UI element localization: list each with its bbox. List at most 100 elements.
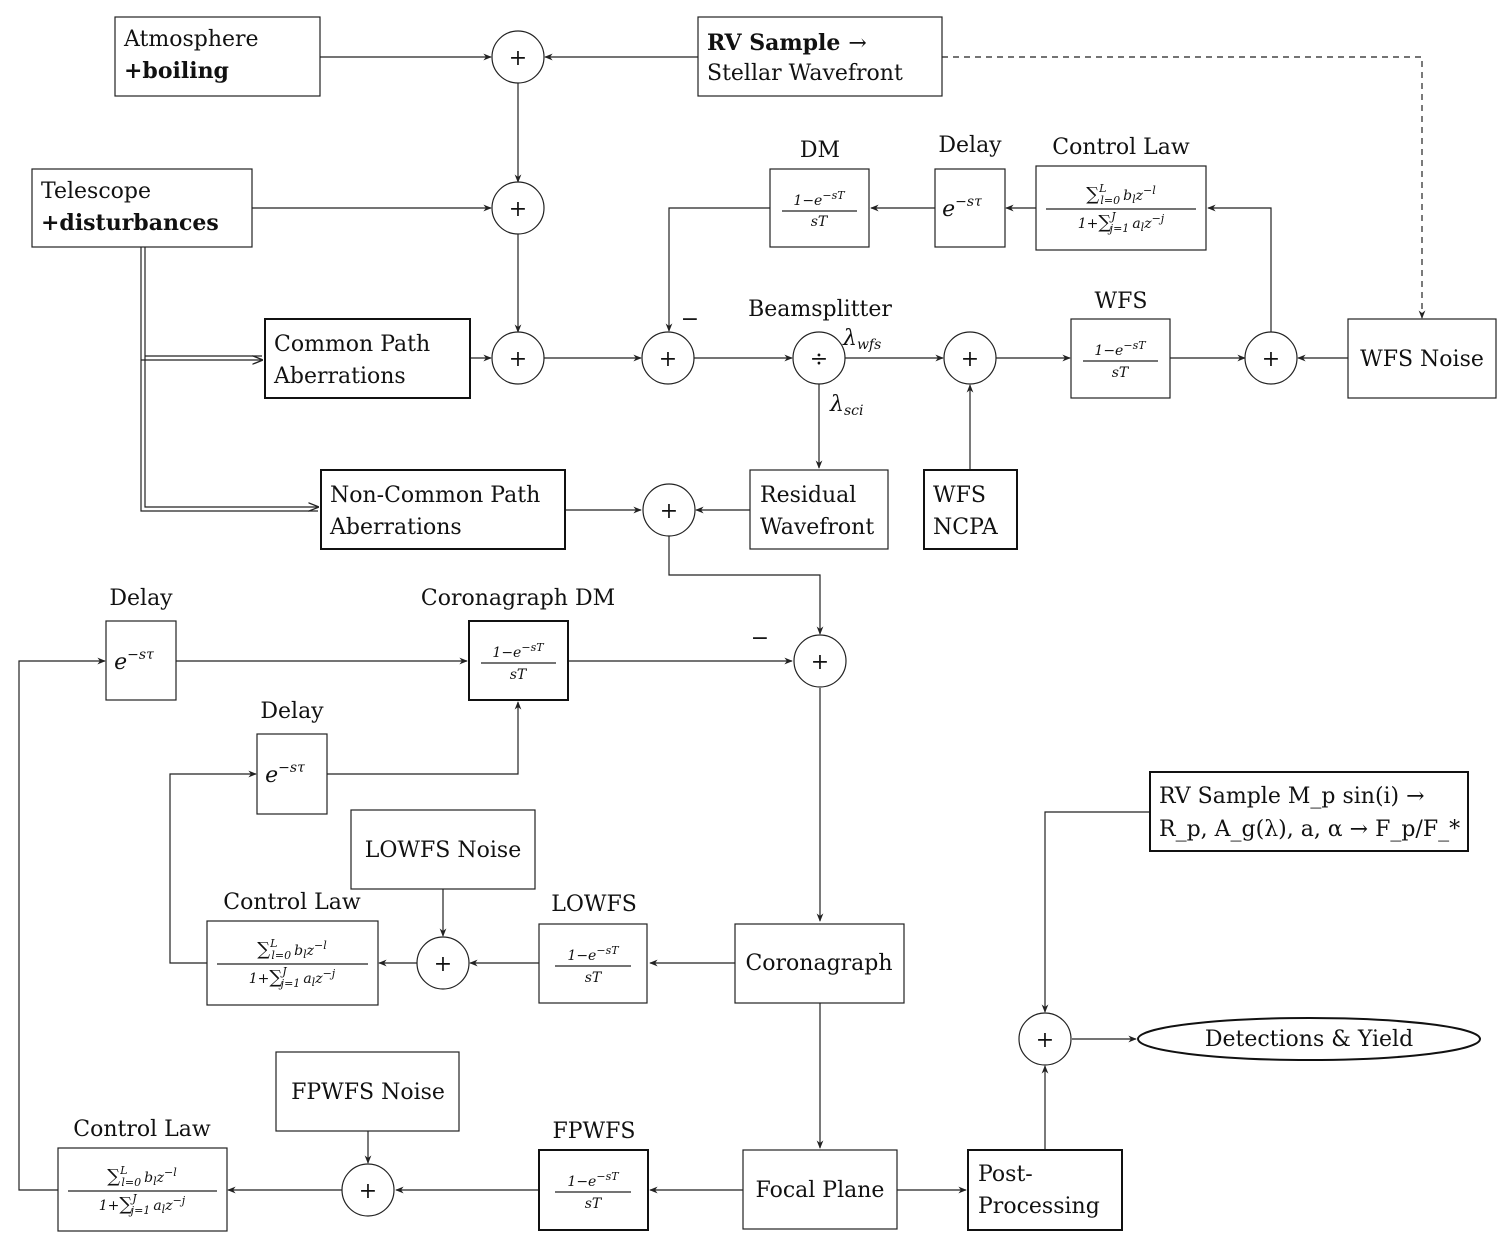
wfs-noise-label: WFS Noise: [1360, 347, 1484, 372]
lowfs-block: LOWFS 1−e−sT sT: [538, 892, 648, 1004]
wfs-block: WFS 1−e−sT sT: [1070, 289, 1171, 399]
lowfs-label: LOWFS: [551, 892, 637, 917]
lambda-sci-label: λsci: [829, 392, 863, 419]
svg-text:sT: sT: [1112, 365, 1130, 381]
connectors: [18, 53, 1426, 1194]
common-path-label: Common Path: [274, 332, 430, 357]
atmosphere-block: Atmosphere +boiling: [114, 16, 321, 97]
fpwfs-noise-label: FPWFS Noise: [291, 1080, 445, 1105]
atmosphere-boiling-label: +boiling: [124, 58, 229, 84]
dm-block: DM 1−e−sT sT: [769, 138, 870, 248]
summing-junction: +: [491, 181, 545, 235]
beamsplitter-label: Beamsplitter: [748, 297, 892, 322]
focal-plane-label: Focal Plane: [756, 1178, 885, 1203]
summing-junction: +: [491, 30, 545, 84]
fpwfs-block: FPWFS 1−e−sT sT: [538, 1119, 649, 1231]
dm-label: DM: [800, 138, 840, 163]
wfs-label: WFS: [1095, 289, 1148, 314]
svg-text:+: +: [509, 46, 527, 71]
control-law-mid-label: Control Law: [223, 890, 361, 915]
detections-yield-block: Detections & Yield: [1137, 1017, 1481, 1061]
summing-junction: +: [1244, 331, 1298, 385]
svg-text:+: +: [359, 1179, 377, 1204]
summing-junction: +: [943, 331, 997, 385]
control-law-bottom-label: Control Law: [73, 1117, 211, 1142]
rv-sample-block: RV Sample → Stellar Wavefront: [697, 16, 943, 97]
post-processing-block: Post- Processing: [967, 1149, 1123, 1231]
wfs-ncpa-ncpa-label: NCPA: [933, 515, 999, 540]
svg-text:+: +: [811, 650, 829, 675]
delay-mid-label: Delay: [260, 699, 324, 724]
atmosphere-label: Atmosphere: [123, 27, 259, 52]
svg-text:1−e−sT: 1−e−sT: [567, 944, 620, 964]
svg-text:sT: sT: [811, 214, 829, 230]
summing-junction: +: [793, 634, 847, 688]
svg-text:sT: sT: [585, 1196, 603, 1212]
coronagraph-dm-label: Coronagraph DM: [421, 586, 615, 611]
rv-sample-arrow: →: [848, 31, 866, 56]
rv-sample-planet-block: RV Sample M_p sin(i) → R_p, A_g(λ), a, α…: [1149, 771, 1469, 852]
rv-sample-planet-line1: RV Sample M_p sin(i) →: [1159, 784, 1425, 809]
svg-text:+: +: [1262, 347, 1280, 372]
svg-text:+: +: [961, 347, 979, 372]
svg-text:+: +: [1036, 1028, 1054, 1053]
svg-text:+: +: [659, 347, 677, 372]
svg-text:e−sτ: e−sτ: [942, 194, 982, 222]
svg-text:1−e−sT: 1−e−sT: [492, 641, 545, 661]
lowfs-noise-block: LOWFS Noise: [350, 809, 536, 890]
summing-junction: +: [341, 1163, 395, 1217]
summing-junction: +: [642, 483, 696, 537]
lowfs-noise-label: LOWFS Noise: [365, 838, 521, 863]
svg-text:+: +: [509, 347, 527, 372]
coronagraph-label: Coronagraph: [745, 951, 892, 976]
fpwfs-label: FPWFS: [552, 1119, 635, 1144]
summing-junction: +: [491, 331, 545, 385]
residual-label: Residual: [760, 483, 856, 508]
delay-top-block: Delay e−sτ: [934, 133, 1006, 248]
fpwfs-noise-block: FPWFS Noise: [275, 1051, 460, 1132]
non-common-path-block: Non-Common Path Aberrations: [320, 469, 566, 550]
summing-junction: +: [416, 936, 470, 990]
delay-top-label: Delay: [938, 133, 1002, 158]
processing-label: Processing: [978, 1194, 1100, 1219]
svg-text:÷: ÷: [810, 347, 828, 372]
stellar-wavefront-label: Stellar Wavefront: [707, 61, 903, 86]
wfs-ncpa-wfs-label: WFS: [933, 483, 986, 508]
non-common-path-aberrations-label: Aberrations: [329, 515, 462, 540]
lambda-wfs-label: λwfs: [842, 326, 881, 353]
common-path-block: Common Path Aberrations: [264, 318, 471, 399]
summing-junction: +: [1018, 1012, 1072, 1066]
svg-text:1−e−sT: 1−e−sT: [793, 189, 846, 209]
coronagraph-dm-block: Coronagraph DM 1−e−sT sT: [421, 586, 615, 701]
delay-mid-block: Delay e−sτ: [256, 699, 328, 815]
post-label: Post-: [978, 1162, 1033, 1187]
coronagraph-block: Coronagraph: [734, 923, 905, 1004]
detections-yield-label: Detections & Yield: [1205, 1027, 1413, 1052]
svg-text:+: +: [660, 499, 678, 524]
control-law-top-label: Control Law: [1052, 135, 1190, 160]
wfs-ncpa-block: WFS NCPA: [923, 469, 1018, 550]
svg-text:RV Sample→: RV Sample →: [707, 30, 867, 56]
svg-text:sT: sT: [510, 667, 528, 683]
minus-top-label: −: [681, 307, 699, 332]
delay-left-label: Delay: [109, 586, 173, 611]
rv-sample-planet-line2: R_p, A_g(λ), a, α → F_p/F_*: [1159, 817, 1460, 842]
focal-plane-block: Focal Plane: [742, 1149, 898, 1230]
svg-text:sT: sT: [585, 970, 603, 986]
svg-text:+: +: [509, 197, 527, 222]
residual-wavefront-block: Residual Wavefront: [749, 469, 889, 550]
rv-sample-label: RV Sample: [707, 30, 840, 56]
svg-text:1−e−sT: 1−e−sT: [1094, 339, 1147, 359]
minus-mid-label: −: [751, 626, 769, 651]
common-path-aberrations-label: Aberrations: [273, 364, 406, 389]
